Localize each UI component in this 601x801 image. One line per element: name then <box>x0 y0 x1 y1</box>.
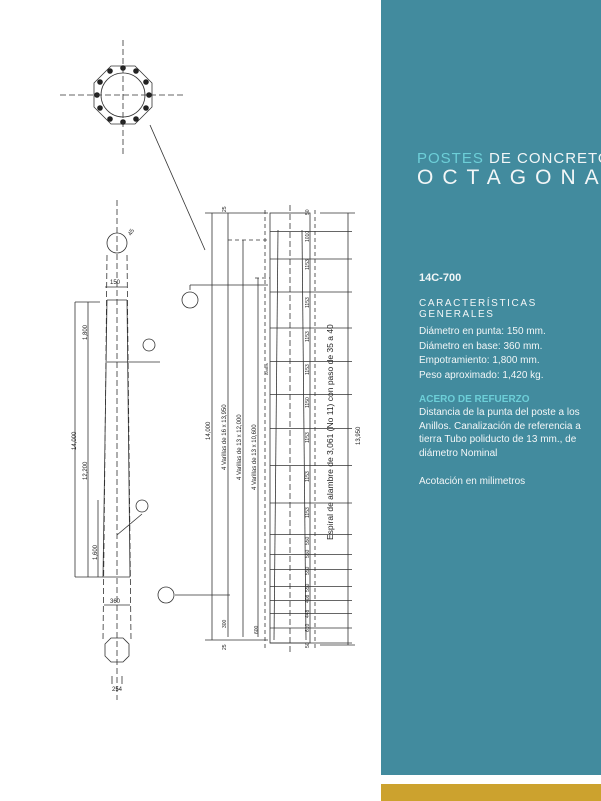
segment-label: 1150 <box>305 397 311 408</box>
segment-label: 1153 <box>305 471 311 482</box>
dim-angle: 45 <box>128 228 137 237</box>
segment-label: 50 <box>305 642 311 648</box>
bar-spec-2: 4 Varillas de 13 x 12,000 <box>237 414 243 480</box>
segment-label: 610 <box>305 623 311 632</box>
pole-elevation <box>74 200 268 700</box>
segment-label: 1153 <box>305 297 311 308</box>
reinforcement-title: ACERO DE REFUERZO <box>419 394 530 405</box>
rings-label: Anillos <box>264 363 269 375</box>
model-code: 14C-700 <box>419 272 462 284</box>
dim-low: 1,600 <box>93 544 99 560</box>
reinforcement-description: Distancia de la punta del poste a los An… <box>419 407 581 459</box>
segment-label: 550 <box>305 583 311 592</box>
segment-label: 1153 <box>305 432 311 443</box>
segment-label: 1153 <box>305 331 311 342</box>
dim-above: 12,200 <box>83 461 89 480</box>
pole-technical-drawing: 150 45 1,800 14,000 12,200 1,600 360 254… <box>60 40 362 700</box>
segment-label: 448 <box>305 609 311 618</box>
segment-label: 1153 <box>305 364 311 375</box>
dim-600: 600 <box>254 625 260 634</box>
spec-item: Diámetro en base: 360 mm. <box>419 340 543 352</box>
title: POSTES DE CONCRETO <box>417 150 601 167</box>
reinforcement-elevation <box>205 205 355 655</box>
segment-label: 550 <box>305 549 311 558</box>
spec-item: Empotramiento: 1,800 mm. <box>419 355 540 366</box>
dim-top-diameter: 150 <box>110 280 121 286</box>
bar-spec-1: 4 Varillas de 16 x 13,950 <box>222 404 228 470</box>
dim-foot: 254 <box>112 687 123 693</box>
bar-spec-3: 4 Varillas de 13 x 10,600 <box>252 424 258 490</box>
segment-label: 550 <box>305 536 311 545</box>
segment-label: 50 <box>305 209 311 215</box>
dim-base-diameter: 360 <box>110 599 121 605</box>
units-note: Acotación en milimetros <box>419 476 526 487</box>
segment-label: 550 <box>305 566 311 575</box>
spiral-spec: Espiral de alambre de 3,061 (No 11) con … <box>325 324 335 540</box>
dim-300: 300 <box>222 619 228 628</box>
info-panel: POSTES DE CONCRETO OCTAGONAL 14C-700 CAR… <box>381 0 601 775</box>
dim-total-left: 14,000 <box>72 431 78 450</box>
subtitle: OCTAGONAL <box>417 166 601 189</box>
spec-item: Diámetro en punta: 150 mm. <box>419 326 546 337</box>
dim-length: 13,950 <box>356 426 362 445</box>
dim-top-gap: 25 <box>222 206 228 212</box>
dim-bot-gap: 25 <box>222 644 228 650</box>
segment-label: 1153 <box>305 507 311 518</box>
dim-embed: 1,800 <box>83 324 89 340</box>
dim-total-right: 14,000 <box>206 421 212 440</box>
spec-list: Diámetro en punta: 150 mm. Diámetro en b… <box>419 325 546 383</box>
segment-label: 408 <box>305 594 311 603</box>
footer-bar <box>381 784 601 801</box>
section-title: CARACTERÍSTICAS GENERALES <box>419 298 537 320</box>
cross-section-octagon <box>60 40 206 251</box>
segment-label: 1153 <box>305 259 311 270</box>
segment-label: 1010 <box>305 231 311 242</box>
spec-item: Peso aproximado: 1,420 kg. <box>419 369 544 381</box>
